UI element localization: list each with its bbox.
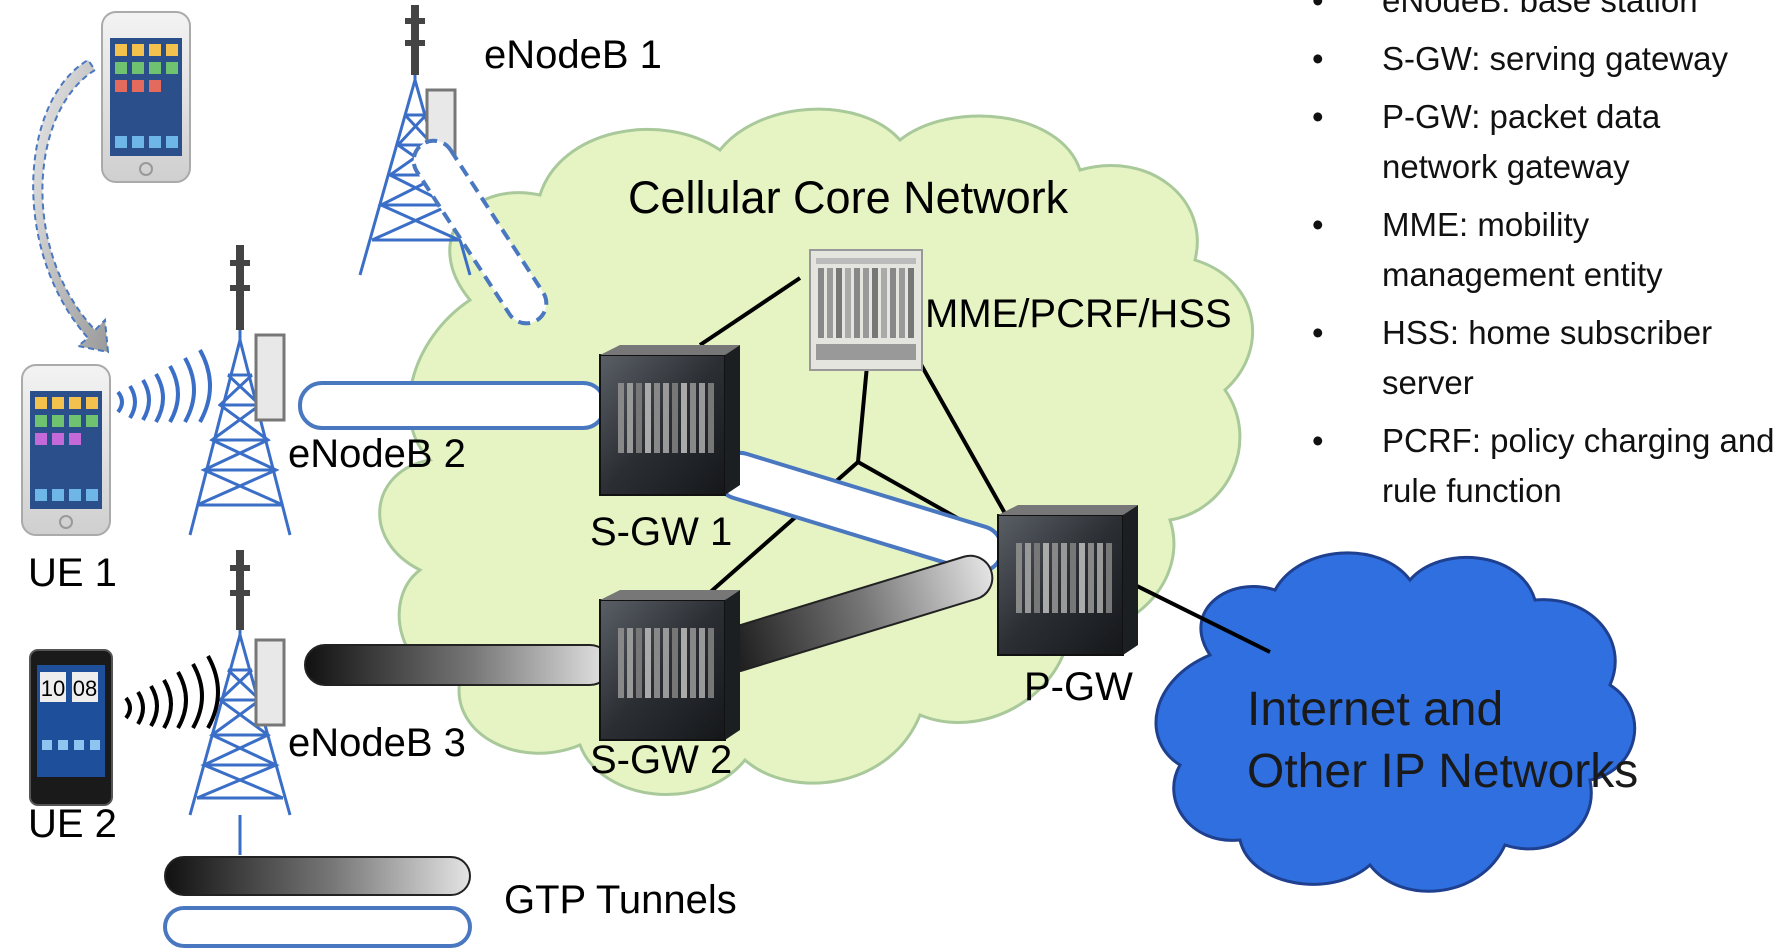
ue1-label: UE 1	[28, 551, 117, 595]
sgw2-label: S-GW 2	[590, 738, 732, 782]
pgw-label: P-GW	[1024, 665, 1133, 709]
sgw2-router-icon	[599, 590, 740, 741]
legend-item-mme: MME: mobility management entity	[1300, 200, 1780, 300]
legend-item-pcrf: PCRF: policy charging and rule function	[1300, 416, 1780, 516]
pgw-router-icon	[997, 505, 1138, 656]
legend-item-hss: HSS: home subscriber server	[1300, 308, 1780, 408]
gtp-tunnels-label: GTP Tunnels	[504, 878, 737, 922]
legend-item-sgw: S-GW: serving gateway	[1300, 34, 1780, 84]
enodeb2-tower-icon	[188, 300, 292, 536]
mme-label: MME/PCRF/HSS	[925, 292, 1232, 336]
mme-pcrf-hss-server-icon	[809, 249, 923, 371]
enodeb2-label: eNodeB 2	[288, 432, 466, 476]
handover-arrow-icon	[32, 58, 110, 354]
ue2-label: UE 2	[28, 802, 117, 846]
legend-item-enodeb: eNodeB: base station	[1300, 0, 1780, 26]
legend-item-pgw: P-GW: packet data network gateway	[1300, 92, 1780, 192]
sgw1-router-icon	[599, 345, 740, 496]
ue1-phone-icon	[21, 364, 111, 536]
core-network-label: Cellular Core Network	[628, 172, 1069, 223]
tunnel-enodeb1-sgw1	[411, 138, 549, 326]
ue2-clock-minutes: 08	[73, 676, 97, 701]
enodeb3-mast	[230, 550, 250, 630]
internet-label-line2: Other IP Networks	[1247, 745, 1638, 798]
gtp-legend-dark-tunnel	[164, 856, 471, 896]
ue2-radio-waves-icon	[124, 655, 220, 730]
enodeb3-label: eNodeB 3	[288, 721, 466, 765]
sgw1-label: S-GW 1	[590, 510, 732, 554]
ue1-phone-prior-icon	[101, 11, 191, 183]
internet-cloud	[1154, 551, 1637, 893]
ue2-phone-icon: 10 08	[29, 649, 113, 806]
enodeb3-tower-icon	[188, 595, 292, 855]
internet-label-line1: Internet and	[1247, 683, 1503, 736]
enodeb1-mast	[405, 5, 425, 75]
abbreviation-legend: eNodeB: base station S-GW: serving gatew…	[1300, 0, 1780, 524]
tunnel-enodeb2-sgw1	[298, 381, 607, 430]
enodeb1-label: eNodeB 1	[484, 33, 662, 77]
ue2-clock-hours: 10	[41, 676, 65, 701]
ue1-radio-waves-icon	[116, 349, 212, 424]
tunnel-enodeb3-sgw2	[304, 644, 611, 686]
enodeb2-mast	[230, 245, 250, 330]
gtp-legend-light-tunnel	[163, 906, 472, 948]
